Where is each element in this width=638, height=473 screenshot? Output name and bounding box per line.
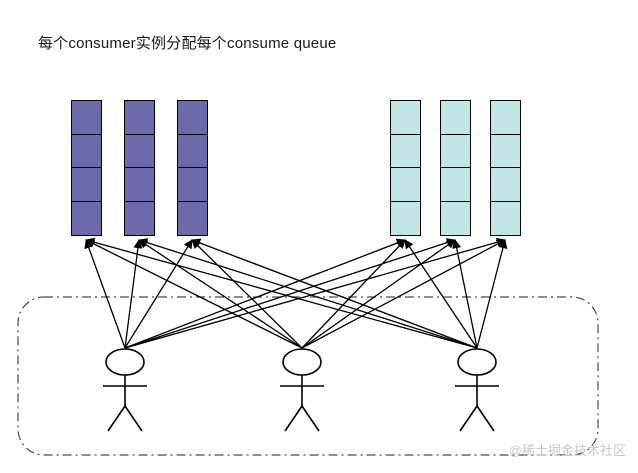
assignment-arrows xyxy=(84,237,508,349)
queue-cell xyxy=(490,167,521,203)
assignment-arrow xyxy=(124,238,456,349)
assignment-arrow xyxy=(301,239,456,349)
queue-cell xyxy=(390,100,421,136)
assignment-arrow xyxy=(191,239,303,349)
queue-cell xyxy=(440,200,471,237)
queue-cell xyxy=(177,100,208,136)
consumer-group-boundary xyxy=(17,296,599,456)
consume-queue-2 xyxy=(124,100,155,237)
actor-leg-right xyxy=(301,405,320,432)
consumer-instance-2 xyxy=(280,348,324,432)
assignment-arrow xyxy=(301,239,406,349)
queue-cell xyxy=(71,100,102,136)
queue-cell xyxy=(440,100,471,136)
queue-cell xyxy=(124,167,155,203)
assignment-arrow xyxy=(124,239,143,349)
queue-cell xyxy=(390,200,421,237)
assignment-arrow xyxy=(452,239,478,349)
consume-queue-1 xyxy=(71,100,102,237)
queue-cell xyxy=(71,200,102,237)
assignment-arrow xyxy=(84,239,126,349)
queue-cell xyxy=(177,200,208,237)
assignment-arrow xyxy=(191,238,478,349)
queue-cell xyxy=(440,167,471,203)
assignment-arrow xyxy=(124,238,406,349)
queue-cell xyxy=(440,133,471,169)
actor-leg-right xyxy=(124,405,143,432)
assignment-arrow xyxy=(476,239,508,349)
actor-head xyxy=(457,348,497,376)
queue-cell xyxy=(390,167,421,203)
consumer-instance-3 xyxy=(455,348,499,432)
queue-cell xyxy=(124,100,155,136)
queue-cell xyxy=(490,100,521,136)
assignment-arrow xyxy=(85,239,303,349)
queue-cell xyxy=(124,200,155,237)
assignment-arrow xyxy=(138,238,478,349)
actor-leg-left xyxy=(284,405,303,432)
queue-cell xyxy=(124,133,155,169)
queue-cell xyxy=(71,133,102,169)
watermark-label: @稀土掘金技术社区 xyxy=(508,443,626,458)
assignment-arrow xyxy=(404,239,478,349)
assignment-arrow xyxy=(138,239,303,349)
queue-cell xyxy=(177,133,208,169)
actor-leg-left xyxy=(459,405,478,432)
queue-cell xyxy=(71,167,102,203)
consume-queue-6 xyxy=(490,100,521,237)
consume-queue-5 xyxy=(440,100,471,237)
queue-cell xyxy=(490,133,521,169)
actor-head xyxy=(105,348,145,376)
queue-cell xyxy=(390,133,421,169)
consume-queue-4 xyxy=(390,100,421,237)
consume-queue-3 xyxy=(177,100,208,237)
consumer-instance-1 xyxy=(103,348,147,432)
actor-leg-right xyxy=(476,405,495,432)
assignment-arrow xyxy=(85,237,478,349)
page-title: 每个consumer实例分配每个consume queue xyxy=(38,35,337,52)
queue-cell xyxy=(177,167,208,203)
consumer-group-boundary-rect xyxy=(17,296,599,456)
assignment-arrow xyxy=(301,239,506,349)
queue-cell xyxy=(490,200,521,237)
assignment-arrow xyxy=(124,239,193,349)
actor-leg-left xyxy=(107,405,126,432)
consumer-actors xyxy=(103,348,499,432)
actor-head xyxy=(282,348,322,376)
assignment-arrow xyxy=(124,237,506,349)
